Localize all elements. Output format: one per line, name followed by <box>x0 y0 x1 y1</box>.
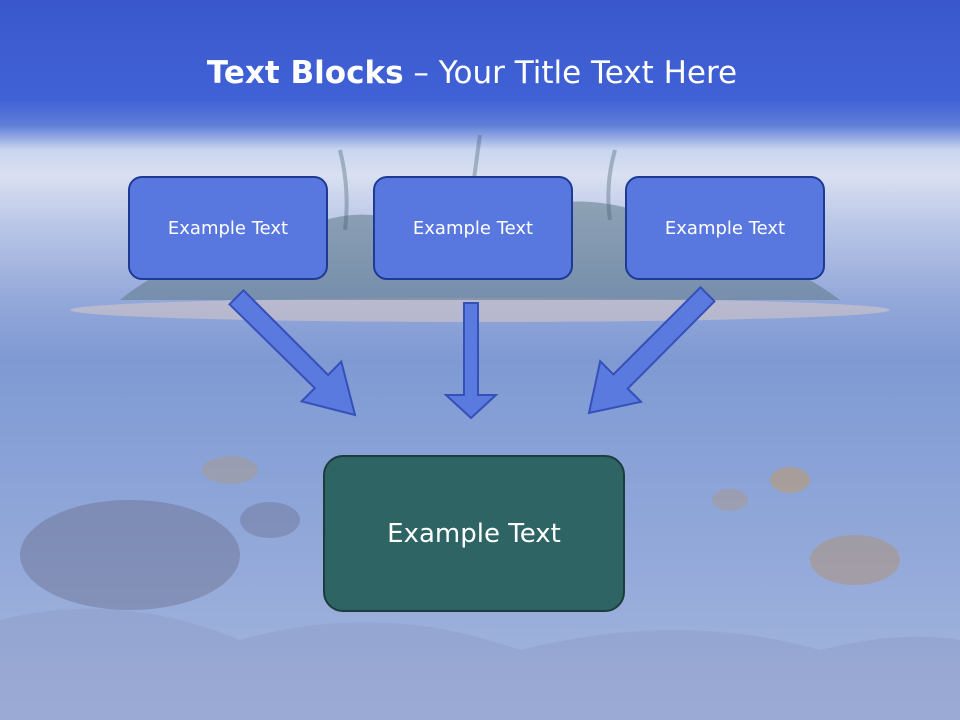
arrow-middle <box>443 302 499 420</box>
text-box-3[interactable]: Example Text <box>625 176 825 280</box>
text-box-2[interactable]: Example Text <box>373 176 573 280</box>
arrow-left <box>228 288 357 417</box>
title-dash: – <box>403 55 439 91</box>
result-box[interactable]: Example Text <box>323 455 625 612</box>
reef-floor <box>0 608 960 720</box>
title-rest: Your Title Text Here <box>438 55 738 91</box>
fish-3 <box>810 535 900 585</box>
turtle-head <box>240 502 300 538</box>
arrow-right <box>587 285 716 415</box>
turtle-shape <box>20 500 240 610</box>
fish-4 <box>712 489 748 511</box>
slide-title: Text Blocks – Your Title Text Here <box>0 55 944 91</box>
title-bold: Text Blocks <box>206 55 404 91</box>
fish-2 <box>770 467 810 493</box>
text-box-1[interactable]: Example Text <box>128 176 328 280</box>
fish-1 <box>202 456 258 484</box>
